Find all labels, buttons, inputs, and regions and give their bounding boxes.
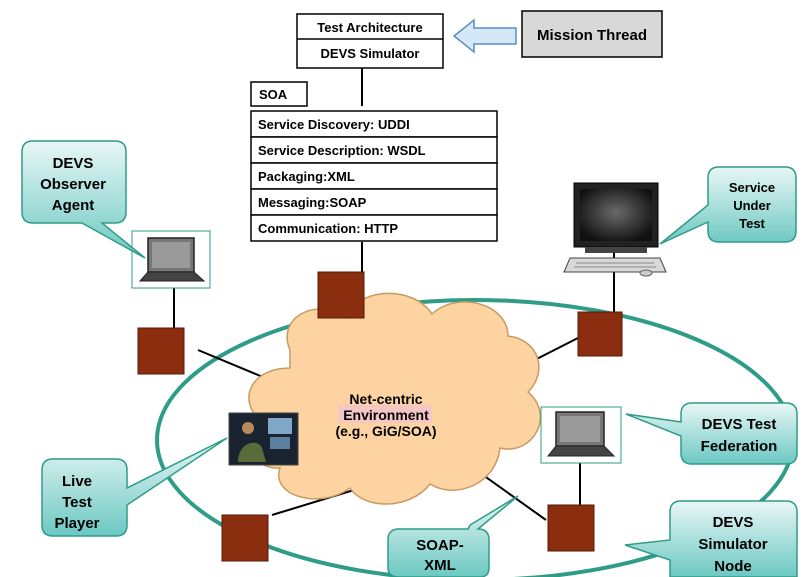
mission-thread-box [521,10,663,58]
node-top [317,271,365,319]
soa-layer-label: Messaging:SOAP [258,195,367,210]
callout-soap-line-2: XML [424,557,456,574]
callout-observer-line-3: Agent [52,197,95,214]
test-architecture-label: Test Architecture [317,20,422,35]
mission-arrow [452,18,517,54]
callout-player-line-2: Test [62,494,92,511]
live-player-image [228,412,299,466]
soa-layer-label: Packaging:XML [258,169,355,184]
soa-layer-label: Service Discovery: UDDI [258,117,410,132]
callout-simulator-line-3: Node [714,558,752,575]
soa-layer-box [250,214,498,242]
node-bottom-left [221,514,269,562]
node-right [577,311,623,357]
node-left [137,327,185,375]
cloud-line-2: Environment [343,407,429,423]
cloud-label-highlight [338,405,432,423]
service-desktop-computer [563,182,667,277]
soa-stack: SOA Service Discovery: UDDI Service Descr… [250,81,498,242]
network-nodes [137,271,623,562]
callout-federation-line-2: Federation [701,438,778,455]
callout-simulator-line-2: Simulator [698,536,767,553]
callout-soap: SOAP- XML [387,495,519,577]
callout-player-line-3: Player [54,515,99,532]
federation-laptop [540,406,622,464]
cloud-line-1: Net-centric [349,391,422,407]
callout-simulator-line-1: DEVS [713,514,754,531]
callout-player-line-1: Live [62,473,92,490]
observer-laptop [131,230,211,289]
callout-observer: DEVS Observer Agent [21,140,146,259]
mission-thread-label: Mission Thread [537,27,647,44]
callout-player: Live Test Player [41,437,228,537]
callout-observer-line-2: Observer [40,176,106,193]
callout-service-line-3: Test [739,216,765,231]
test-architecture-box: Test Architecture DEVS Simulator [296,13,444,69]
callout-simulator-node: DEVS Simulator Node [624,500,798,577]
devs-simulator-label: DEVS Simulator [321,46,420,61]
soa-layer-label: Communication: HTTP [258,221,398,236]
soa-title: SOA [259,87,288,102]
soa-layer-label: Service Description: WSDL [258,143,426,158]
callout-soap-line-1: SOAP- [416,537,464,554]
callout-federation-line-1: DEVS Test [702,416,777,433]
callout-service-line-1: Service [729,180,775,195]
callout-service: Service Under Test [659,166,797,245]
callout-observer-line-1: DEVS [53,155,94,172]
cloud-line-3: (e.g., GiG/SOA) [335,423,436,439]
callout-service-line-2: Under [733,198,771,213]
node-bottom-right [547,504,595,552]
soa-layer-box [250,162,498,190]
callout-federation: DEVS Test Federation [625,402,798,465]
